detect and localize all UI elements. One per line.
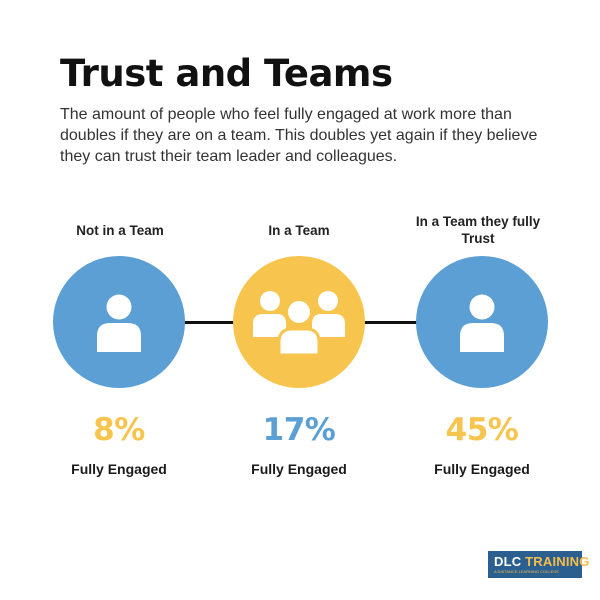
circle-not-in-team bbox=[53, 256, 185, 388]
column-label-trusted-team: In a Team they fully Trust bbox=[415, 214, 541, 246]
caption-in-team: Fully Engaged bbox=[251, 461, 347, 477]
dlc-training-logo: DLC TRAINING A DISTANCE LEARNING COLLEGE bbox=[488, 551, 589, 578]
percent-trusted-team: 45% bbox=[445, 412, 519, 448]
single-person-icon bbox=[94, 292, 144, 352]
percent-not-in-team: 8% bbox=[93, 412, 145, 448]
single-person-icon bbox=[457, 292, 507, 352]
circle-trusted-team bbox=[416, 256, 548, 388]
group-people-icon bbox=[253, 289, 345, 355]
caption-trusted-team: Fully Engaged bbox=[434, 461, 530, 477]
percent-in-team: 17% bbox=[262, 412, 336, 448]
logo-wordmark: DLC TRAINING bbox=[494, 554, 590, 569]
connector-line-left bbox=[184, 321, 240, 324]
caption-not-in-team: Fully Engaged bbox=[71, 461, 167, 477]
logo-tagline: A DISTANCE LEARNING COLLEGE bbox=[494, 569, 560, 574]
circle-in-team bbox=[233, 256, 365, 388]
column-label-not-in-team: Not in a Team bbox=[76, 223, 164, 238]
page-title: Trust and Teams bbox=[60, 52, 393, 95]
column-label-in-team: In a Team bbox=[268, 223, 330, 238]
intro-text: The amount of people who feel fully enga… bbox=[60, 106, 538, 165]
connector-line-right bbox=[364, 321, 420, 324]
